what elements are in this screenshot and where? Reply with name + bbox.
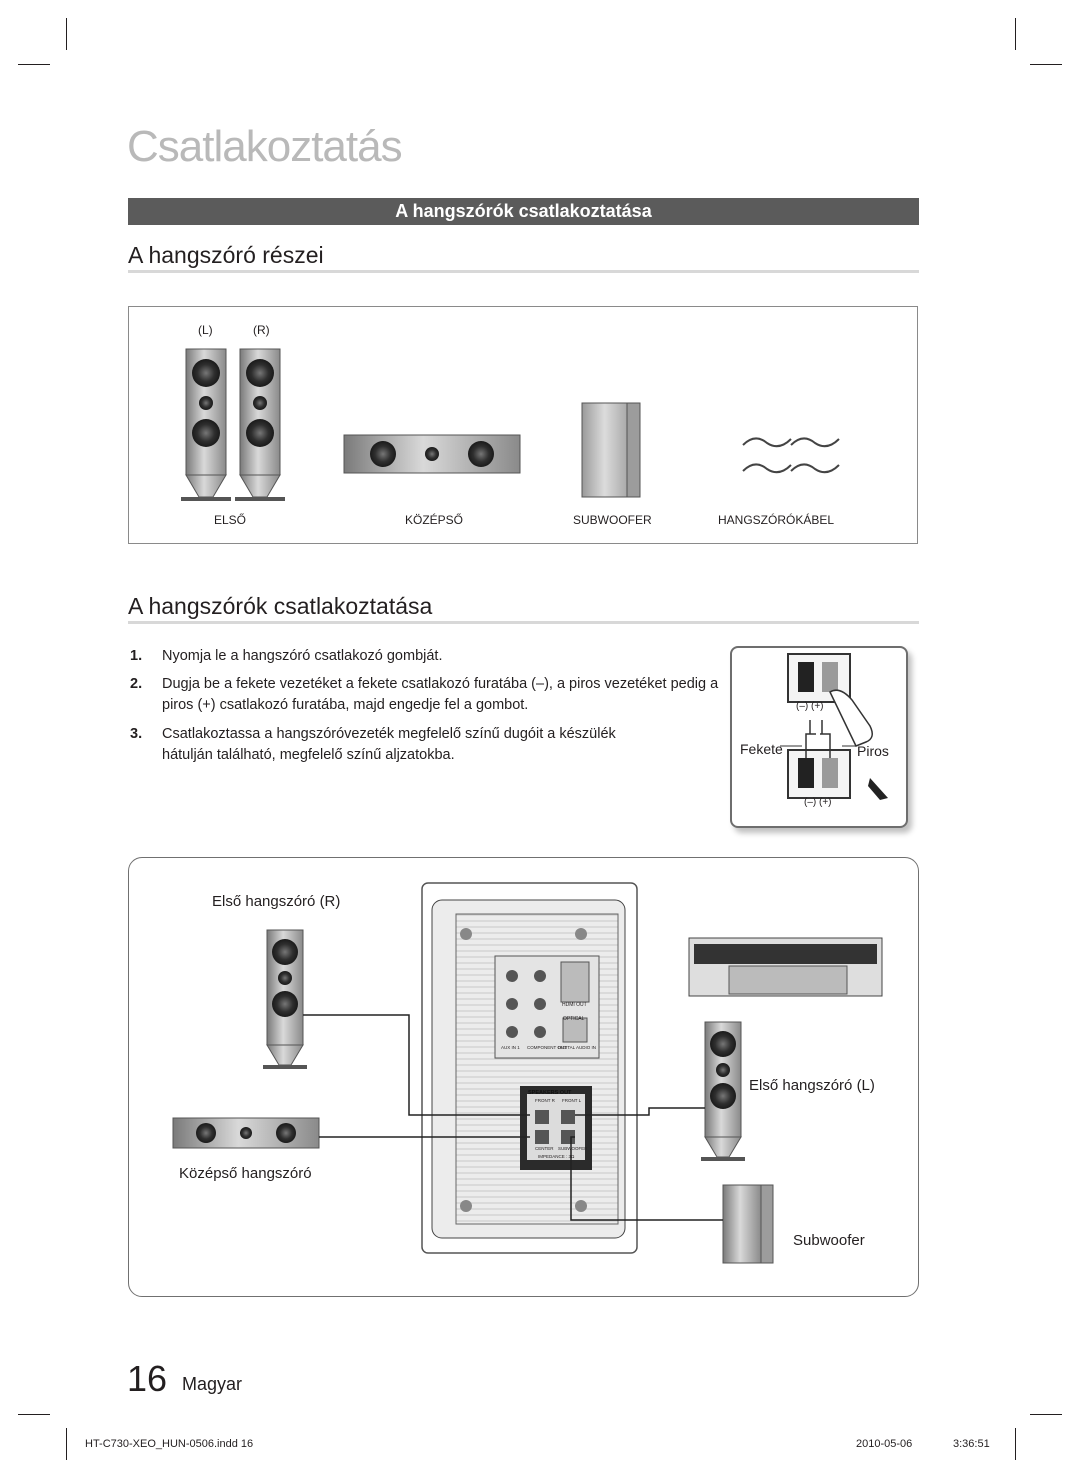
panel-optical: OPTICAL: [563, 1016, 585, 1022]
subwoofer-label: Subwoofer: [793, 1232, 865, 1249]
crop-mark: [1015, 18, 1016, 50]
panel-subwoofer: SUBWOOFER: [558, 1146, 588, 1151]
front-left-speaker: [181, 348, 231, 501]
crop-mark: [66, 1428, 67, 1460]
center-speaker: [343, 434, 521, 474]
step-number: 1.: [130, 648, 143, 664]
step-text: Nyomja le a hangszóró csatlakozó gombját…: [162, 648, 443, 664]
front-right-speaker: [235, 348, 285, 501]
panel-hdmi-out: HDMI OUT: [562, 1002, 587, 1008]
crop-mark: [1030, 64, 1062, 65]
page-language: Magyar: [182, 1374, 243, 1394]
polarity-top: (–) (+): [796, 701, 824, 712]
step-3: 3. Csatlakoztassa a hangszóróvezeték meg…: [130, 724, 730, 768]
footer-file: HT-C730-XEO_HUN-0506.indd 16: [85, 1438, 254, 1450]
connection-illustration: [172, 882, 883, 1264]
footer-time: 3:36:51: [953, 1438, 990, 1450]
black-wire-label: Fekete: [740, 741, 783, 757]
connection-diagram: [128, 857, 919, 1297]
speaker-parts-box: [128, 306, 918, 544]
speaker-parts-illustration: [181, 348, 840, 501]
panel-front-l: FRONT L: [562, 1098, 582, 1103]
section-bar: A hangszórók csatlakoztatása: [128, 198, 919, 225]
heading-rule: [128, 270, 919, 273]
subwoofer-speaker: [581, 402, 641, 498]
crop-mark: [1030, 1414, 1062, 1415]
terminal-illustration: [780, 653, 888, 800]
panel-center: CENTER: [535, 1146, 554, 1151]
speaker-cables: [742, 437, 840, 474]
front-right-label: Első hangszóró (R): [212, 893, 341, 910]
step-2: 2. Dugja be a fekete vezetéket a fekete …: [130, 674, 730, 718]
panel-component: COMPONENT OUT: [527, 1045, 567, 1050]
panel-front-r: FRONT R: [535, 1098, 555, 1103]
panel-digital-audio: DIGITAL AUDIO IN: [558, 1045, 597, 1050]
label-subwoofer: SUBWOOFER: [573, 513, 652, 527]
footer-date: 2010-05-06: [856, 1438, 913, 1450]
crop-mark: [66, 18, 67, 50]
label-right: (R): [253, 323, 270, 337]
label-center: KÖZÉPSŐ: [405, 513, 464, 527]
crop-mark: [18, 1414, 50, 1415]
front-left-label: Első hangszóró (L): [749, 1077, 875, 1094]
polarity-bottom: (–) (+): [804, 797, 832, 808]
step-1: 1. Nyomja le a hangszóró csatlakozó gomb…: [130, 646, 730, 668]
chapter-title: Csatlakoztatás: [127, 122, 403, 171]
heading-rule: [128, 621, 919, 624]
page-number: 16: [127, 1358, 168, 1399]
red-wire-label: Piros: [857, 743, 889, 759]
panel-aux-in: AUX IN 1: [501, 1045, 520, 1050]
step-text: Csatlakoztassa a hangszóróvezeték megfel…: [162, 726, 616, 763]
label-cable: HANGSZÓRÓKÁBEL: [718, 513, 835, 527]
label-front: ELSŐ: [214, 513, 247, 527]
center-speaker-label: Középső hangszóró: [179, 1165, 312, 1182]
panel-impedance: IMPEDANCE : 3Ω: [538, 1154, 575, 1159]
step-number: 3.: [130, 726, 143, 742]
step-number: 2.: [130, 676, 143, 692]
crop-mark: [18, 64, 50, 65]
heading-speaker-parts: A hangszóró részei: [128, 242, 324, 268]
heading-connecting-speakers: A hangszórók csatlakoztatása: [128, 593, 433, 619]
crop-mark: [1015, 1428, 1016, 1460]
step-text: Dugja be a fekete vezetéket a fekete csa…: [162, 676, 719, 713]
panel-speakers-out: SPEAKERS OUT: [528, 1090, 572, 1096]
label-left: (L): [198, 323, 213, 337]
